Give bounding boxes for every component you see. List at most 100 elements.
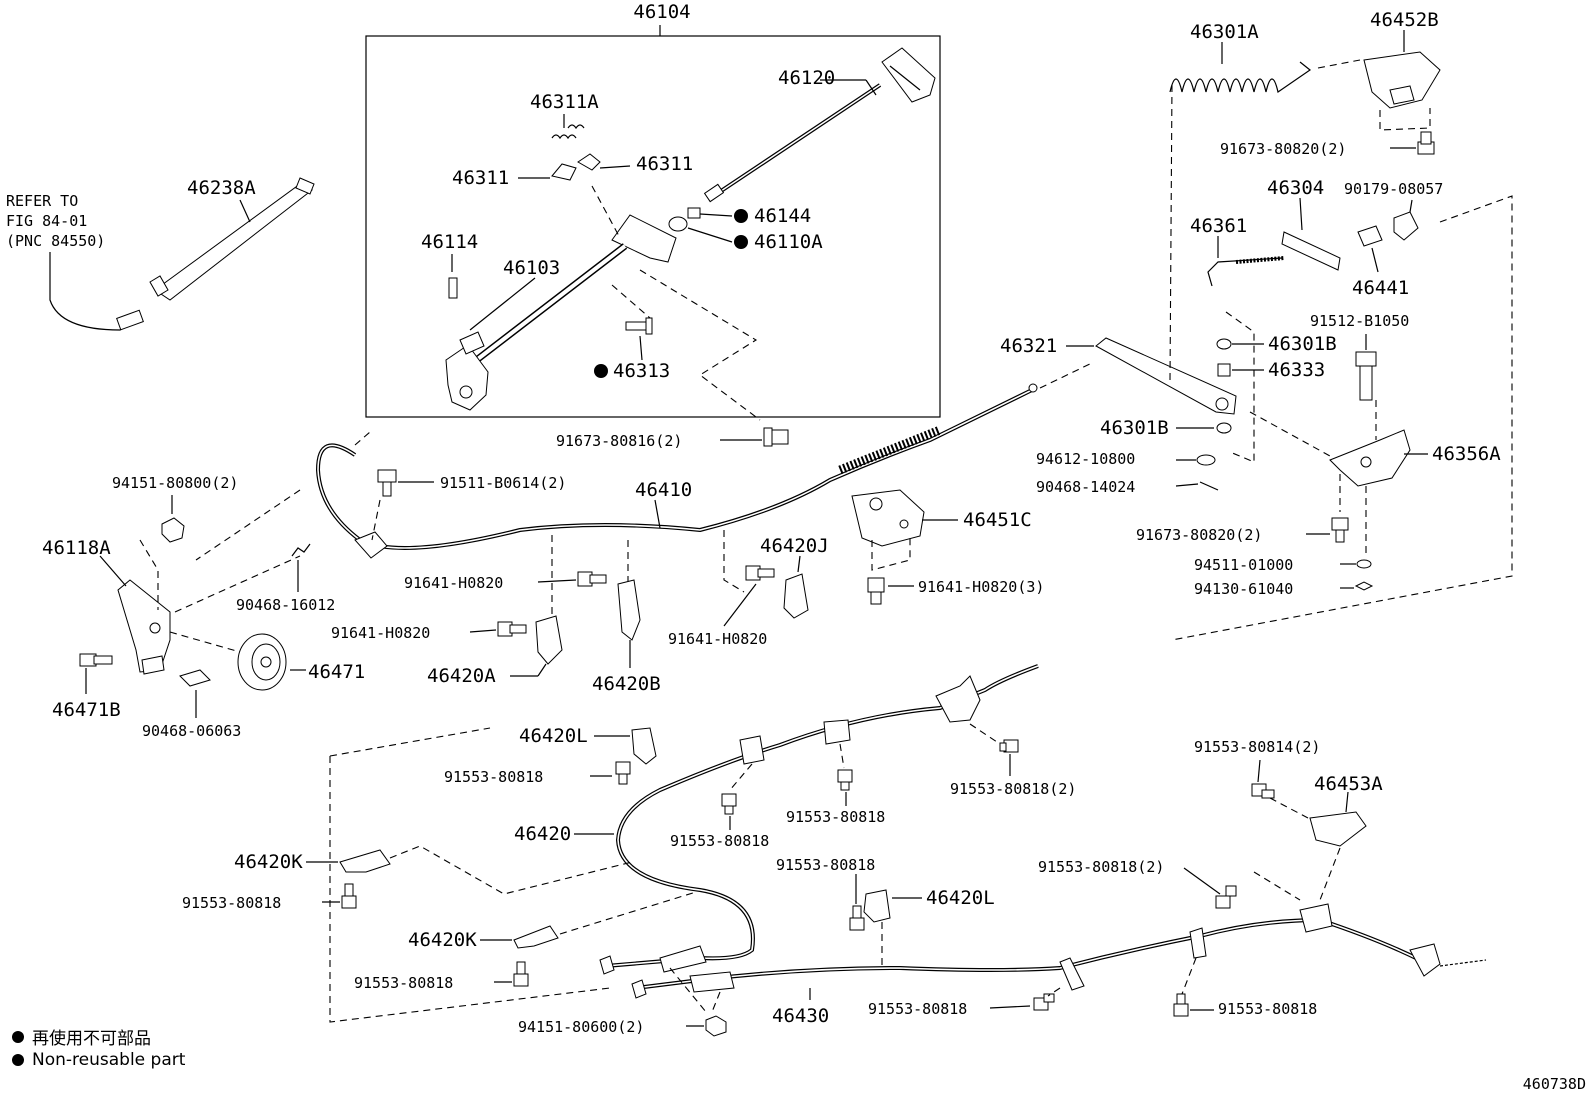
label-46333[interactable]: 46333 <box>1268 359 1325 381</box>
sensor-connector <box>116 309 144 331</box>
label-46120[interactable]: 46120 <box>778 67 835 89</box>
label-46110A[interactable]: 46110A <box>754 231 823 253</box>
label-90179-08057[interactable]: 90179-08057 <box>1344 180 1443 198</box>
label-46301B-b[interactable]: 46301B <box>1100 417 1169 439</box>
bolt-91553-80818-d <box>341 883 357 909</box>
label-46311-left[interactable]: 46311 <box>452 167 509 189</box>
label-94130-61040[interactable]: 94130-61040 <box>1194 580 1293 598</box>
label-91641-H0820-3[interactable]: 91641-H0820(3) <box>918 578 1044 596</box>
label-46103[interactable]: 46103 <box>503 257 560 279</box>
bolt-91641-a <box>577 571 607 587</box>
label-91553-80818-e[interactable]: 91553-80818 <box>776 856 875 874</box>
label-91553-80818-c[interactable]: 91553-80818 <box>786 808 885 826</box>
label-refer-to[interactable]: REFER TO <box>6 192 78 210</box>
bolt-91553-80818-2b <box>1215 885 1237 909</box>
label-91673-80820-b[interactable]: 91673-80820(2) <box>1136 526 1262 544</box>
pawl-46311-left <box>551 163 577 181</box>
label-91641-H0820-a[interactable]: 91641-H0820 <box>404 574 503 592</box>
pin-46441 <box>1357 225 1383 247</box>
nut-94151-80800 <box>161 517 185 543</box>
clip-90468-16012 <box>291 543 311 557</box>
label-91553-80818-2a[interactable]: 91553-80818(2) <box>950 780 1076 798</box>
label-91553-80818-h[interactable]: 91553-80818 <box>1218 1000 1317 1018</box>
switch-46238A <box>149 177 315 301</box>
label-94151-80800[interactable]: 94151-80800(2) <box>112 474 238 492</box>
label-46356A[interactable]: 46356A <box>1432 443 1501 465</box>
label-46451C[interactable]: 46451C <box>963 509 1032 531</box>
pulley-46471 <box>237 633 287 691</box>
label-94612-10800[interactable]: 94612-10800 <box>1036 450 1135 468</box>
bolt-91553-80818-e <box>849 905 865 931</box>
bolt-91511-B0614 <box>377 469 397 497</box>
label-91553-80818-g[interactable]: 91553-80818 <box>868 1000 967 1018</box>
label-91641-H0820-b[interactable]: 91641-H0820 <box>331 624 430 642</box>
label-91511-B0614[interactable]: 91511-B0614(2) <box>440 474 566 492</box>
label-46430[interactable]: 46430 <box>772 1005 829 1027</box>
bolt-91553-80818-g <box>1033 993 1055 1011</box>
label-46452B[interactable]: 46452B <box>1370 9 1439 31</box>
label-refer-pnc[interactable]: (PNC 84550) <box>6 232 105 250</box>
label-90468-06063[interactable]: 90468-06063 <box>142 722 241 740</box>
label-91641-H0820-c[interactable]: 91641-H0820 <box>668 630 767 648</box>
label-46118A[interactable]: 46118A <box>42 537 111 559</box>
label-46304[interactable]: 46304 <box>1267 177 1324 199</box>
label-46420L-a[interactable]: 46420L <box>519 725 588 747</box>
label-46420J[interactable]: 46420J <box>760 535 829 557</box>
washer-46301B-a <box>1216 338 1232 350</box>
label-46114[interactable]: 46114 <box>421 231 478 253</box>
label-46471B[interactable]: 46471B <box>52 699 121 721</box>
label-91553-80814[interactable]: 91553-80814(2) <box>1194 738 1320 756</box>
label-46420A[interactable]: 46420A <box>427 665 496 687</box>
label-94151-80600[interactable]: 94151-80600(2) <box>518 1018 644 1036</box>
label-46311-right[interactable]: 46311 <box>636 153 693 175</box>
washer-94612-10800 <box>1196 454 1216 466</box>
label-46420[interactable]: 46420 <box>514 823 571 845</box>
wire-harness-sensor <box>49 252 129 331</box>
label-90468-14024[interactable]: 90468-14024 <box>1036 478 1135 496</box>
label-91673-80816[interactable]: 91673-80816(2) <box>556 432 682 450</box>
label-46313[interactable]: 46313 <box>613 360 670 382</box>
cable-end-bracket <box>354 531 388 559</box>
label-46321[interactable]: 46321 <box>1000 335 1057 357</box>
washer-94511-01000 <box>1356 559 1372 569</box>
label-91553-80818-d[interactable]: 91553-80818 <box>182 894 281 912</box>
label-46420B[interactable]: 46420B <box>592 673 661 695</box>
label-94511-01000[interactable]: 94511-01000 <box>1194 556 1293 574</box>
label-46441[interactable]: 46441 <box>1352 277 1409 299</box>
bolt-91673-80816 <box>763 427 789 447</box>
lever-body-46103 <box>445 214 677 411</box>
label-90468-16012[interactable]: 90468-16012 <box>236 596 335 614</box>
bolt-91512-B1050 <box>1355 351 1377 401</box>
label-46361[interactable]: 46361 <box>1190 215 1247 237</box>
label-refer-fig[interactable]: FIG 84-01 <box>6 212 87 230</box>
label-46301A[interactable]: 46301A <box>1190 21 1259 43</box>
label-46144[interactable]: 46144 <box>754 205 811 227</box>
label-46104[interactable]: 46104 <box>633 1 690 23</box>
clamp-46420J <box>783 573 809 619</box>
pin-46114 <box>448 277 458 299</box>
label-91553-80818-f[interactable]: 91553-80818 <box>354 974 453 992</box>
label-91673-80820-a[interactable]: 91673-80820(2) <box>1220 140 1346 158</box>
label-46301B-a[interactable]: 46301B <box>1268 333 1337 355</box>
label-46420K-a[interactable]: 46420K <box>234 851 303 873</box>
label-46238A[interactable]: 46238A <box>187 177 256 199</box>
cable-clamp-mid <box>823 719 851 745</box>
bolt-91641-3 <box>867 577 885 605</box>
label-46453A[interactable]: 46453A <box>1314 773 1383 795</box>
label-91553-80818-b[interactable]: 91553-80818 <box>670 832 769 850</box>
label-91512-B1050[interactable]: 91512-B1050 <box>1310 312 1409 330</box>
label-46471[interactable]: 46471 <box>308 661 365 683</box>
bolt-91641-b <box>497 621 527 637</box>
label-46420K-b[interactable]: 46420K <box>408 929 477 951</box>
label-46420L-b[interactable]: 46420L <box>926 887 995 909</box>
label-46311A[interactable]: 46311A <box>530 91 599 113</box>
bolt-91673-80820-a <box>1417 131 1435 155</box>
label-46410[interactable]: 46410 <box>635 479 692 501</box>
bolt-91553-80814 <box>1251 783 1275 799</box>
legend-jp: 再使用不可部品 <box>12 1024 151 1049</box>
figure-code: 460738D <box>1522 1075 1586 1093</box>
bracket-46453A <box>1309 811 1367 847</box>
label-91553-80818-2b[interactable]: 91553-80818(2) <box>1038 858 1164 876</box>
label-91553-80818-a[interactable]: 91553-80818 <box>444 768 543 786</box>
